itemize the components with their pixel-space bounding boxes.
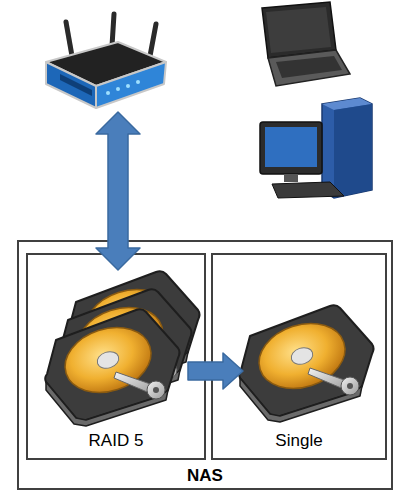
copy-arrow <box>188 353 243 389</box>
single-drive <box>239 305 373 422</box>
router-icon <box>46 14 166 108</box>
box-label: NAS <box>19 466 391 486</box>
raid-drives <box>45 271 199 426</box>
box-label: Single <box>213 431 385 451</box>
raid-box: RAID 5 <box>26 253 206 460</box>
single-box: Single <box>211 253 387 460</box>
box-label: RAID 5 <box>28 431 204 451</box>
double-arrow <box>96 112 140 270</box>
laptop-icon <box>262 2 350 86</box>
nas-box: NAS RAID 5 Single <box>17 240 393 490</box>
desktop-icon <box>260 98 372 198</box>
